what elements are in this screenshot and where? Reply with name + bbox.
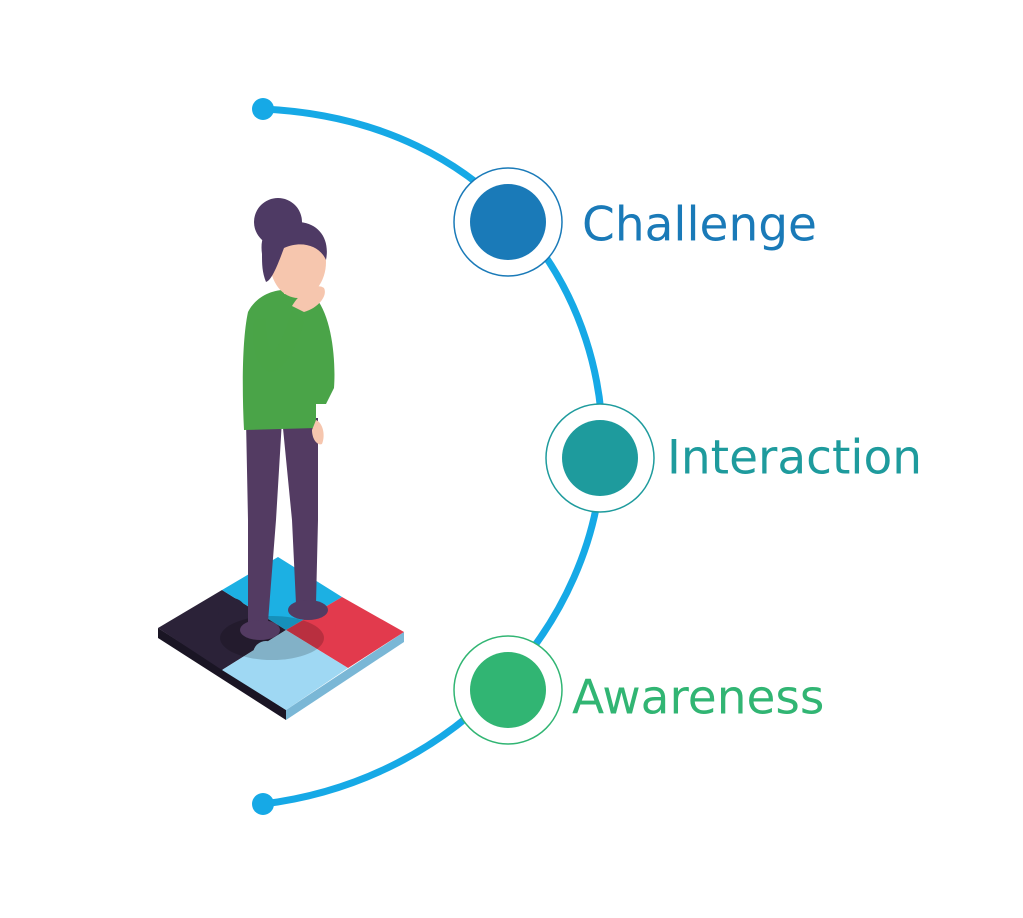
person-arm: [252, 310, 304, 372]
arc-end-dot: [252, 793, 274, 815]
puzzle-base-icon: [158, 557, 404, 720]
person-leg-right: [282, 418, 318, 604]
puzzle-knob: [308, 614, 336, 642]
stage-marker: [470, 184, 546, 260]
stage-node-interaction: Interaction: [545, 403, 922, 513]
stage-label-awareness: Awareness: [572, 671, 824, 726]
person-hand-right: [312, 420, 324, 445]
person-hand-chin: [292, 286, 325, 312]
person-shoe-right: [288, 600, 328, 620]
person-shoe-left: [240, 620, 280, 640]
person-leg-left: [246, 420, 282, 622]
puzzle-side-left: [158, 628, 286, 720]
thinking-person-illustration: [158, 198, 404, 720]
arc-start-dot: [252, 98, 274, 120]
puzzle-side-right: [286, 632, 404, 720]
stage-marker: [562, 420, 638, 496]
puzzle-knob: [218, 598, 246, 626]
stage-node-challenge: Challenge: [453, 167, 817, 277]
puzzle-piece-light: [222, 630, 348, 710]
stage-label-interaction: Interaction: [667, 431, 922, 486]
stage-marker: [470, 652, 546, 728]
stage-node-awareness: Awareness: [453, 635, 824, 745]
person-shirt: [242, 289, 335, 430]
puzzle-knob: [253, 641, 279, 667]
stage-label-challenge: Challenge: [582, 198, 817, 253]
person-hair-bun: [254, 198, 302, 246]
